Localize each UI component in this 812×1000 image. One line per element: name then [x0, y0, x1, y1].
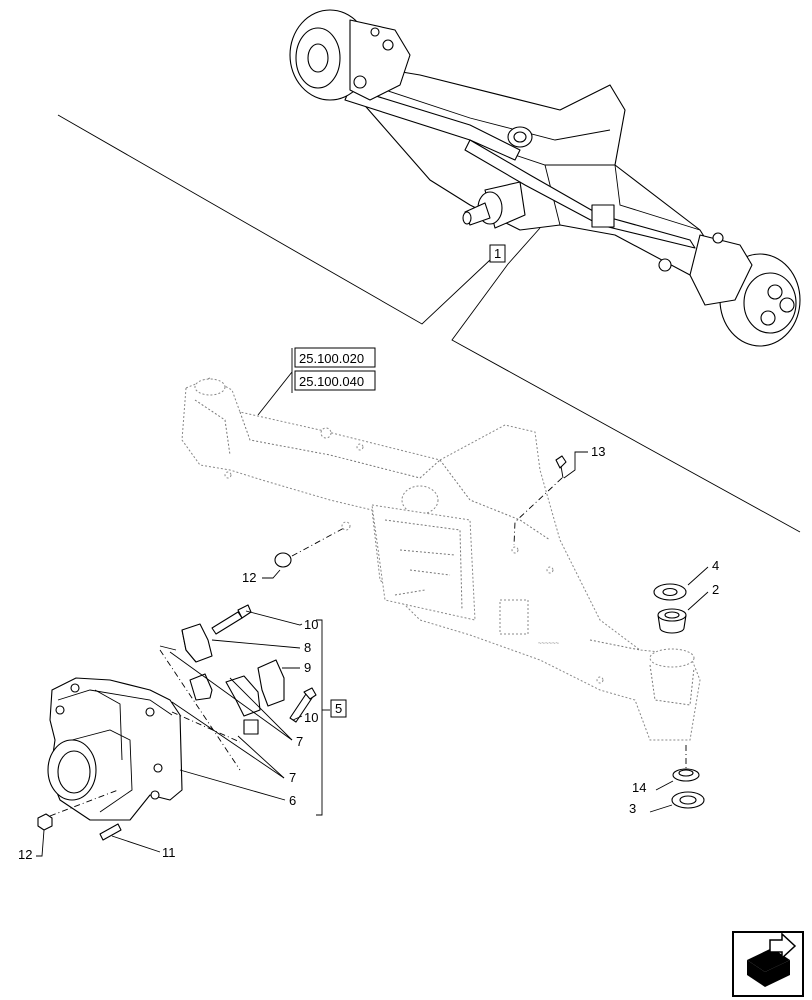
callout-5: 5: [335, 701, 342, 716]
callout-12-upper: 12: [242, 570, 256, 585]
callout-4: 4: [712, 558, 719, 573]
part-14-bushing: 14: [632, 768, 700, 795]
callout-11: 11: [162, 845, 176, 860]
callout-6: 6: [289, 793, 296, 808]
callout-7-upper: 7: [296, 734, 303, 749]
axle-assembly-illustration: [289, 9, 801, 347]
callout-13: 13: [591, 444, 605, 459]
part-13-breather: 13: [513, 444, 605, 546]
callout-14: 14: [632, 780, 646, 795]
svg-text:~~~~~~: ~~~~~~: [538, 641, 560, 647]
part-12-plug-upper: 12: [242, 521, 351, 585]
callout-7-lower: 7: [289, 770, 296, 785]
next-page-arrow-icon[interactable]: [732, 931, 804, 997]
axle-housing-illustration: ~~~~~~: [181, 377, 701, 741]
callout-10-upper: 10: [304, 617, 318, 632]
reference-25-100-020[interactable]: 25.100.020: [299, 351, 364, 366]
pivot-support-kit: 10 10 8 9 7 7: [18, 604, 347, 862]
callout-12-lower: 12: [18, 847, 32, 862]
callout-2: 2: [712, 582, 719, 597]
part-3-washer: 3: [629, 745, 705, 816]
callout-10-lower: 10: [304, 710, 318, 725]
part-4-washer: 4: [653, 558, 719, 601]
callout-8: 8: [304, 640, 311, 655]
callout-1: 1: [494, 246, 501, 261]
callout-3: 3: [629, 801, 636, 816]
callout-1-box: 1: [489, 244, 506, 263]
reference-boxes: 25.100.020 25.100.040: [257, 347, 376, 416]
part-2-bushing: 2: [657, 582, 719, 634]
callout-9: 9: [304, 660, 311, 675]
reference-25-100-040[interactable]: 25.100.040: [299, 374, 364, 389]
